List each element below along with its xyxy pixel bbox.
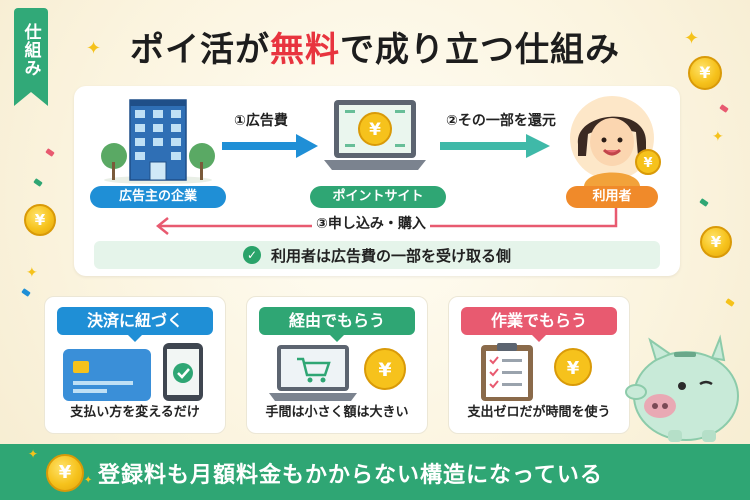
return-arrow-icon bbox=[155, 208, 618, 235]
sparkle-icon: ✦ bbox=[28, 447, 39, 461]
step3-label: ③申し込み・購入 bbox=[312, 213, 430, 233]
page-title: ポイ活が無料で成り立つ仕組み bbox=[0, 22, 750, 71]
card-title-bg: 決済に紐づく bbox=[57, 307, 213, 342]
card-title-bg: 経由でもらう bbox=[259, 307, 415, 342]
svg-text:¥: ¥ bbox=[567, 358, 580, 379]
sparkle-icon: ✦ bbox=[86, 38, 102, 59]
card-caption: 支出ゼロだが時間を使う bbox=[467, 405, 611, 420]
summary-text: 利用者は広告費の一部を受け取る側 bbox=[270, 246, 511, 265]
avatar: ¥ bbox=[570, 96, 661, 186]
card-title: 決済に紐づく bbox=[86, 311, 183, 330]
sparkle-icon: ✦ bbox=[84, 475, 93, 486]
svg-text:¥: ¥ bbox=[369, 120, 381, 140]
check-icon: ✓ bbox=[242, 246, 261, 264]
title-accent: 無料 bbox=[270, 30, 340, 70]
title-pre: ポイ活が bbox=[130, 30, 270, 70]
card-title-bg: 作業でもらう bbox=[461, 307, 617, 342]
user-label: 利用者 bbox=[566, 186, 658, 208]
bottom-banner bbox=[0, 444, 750, 500]
svg-text:¥: ¥ bbox=[643, 156, 652, 171]
side-tab: 仕組み bbox=[14, 8, 48, 106]
banner-text: 登録料も月額料金もかからない構造になっている bbox=[98, 463, 603, 488]
shopping-laptop-icon: ¥ bbox=[269, 345, 406, 401]
card-title: 作業でもらう bbox=[490, 311, 587, 330]
checklist-icon: ¥ bbox=[481, 343, 592, 401]
sparkle-icon: ✦ bbox=[712, 129, 724, 145]
card-caption: 支払い方を変えるだけ bbox=[70, 405, 200, 420]
advertiser-label: 広告主の企業 bbox=[90, 186, 226, 208]
card-referral: 経由でもらう ¥ 手間は小さく額は大きい bbox=[246, 296, 428, 434]
credit-card-icon bbox=[63, 343, 203, 401]
summary-bar: ✓ 利用者は広告費の一部を受け取る側 bbox=[94, 241, 660, 269]
yen-coin-icon: ¥ bbox=[700, 226, 732, 258]
arrow-right-icon bbox=[440, 134, 550, 158]
card-payment: 決済に紐づく 支払い方を変えるだけ bbox=[44, 296, 226, 434]
step1-label: ①広告費 bbox=[234, 113, 288, 129]
yen-coin-icon: ¥ bbox=[46, 454, 84, 492]
yen-coin-icon: ¥ bbox=[24, 204, 56, 236]
card-caption: 手間は小さく額は大きい bbox=[265, 405, 409, 420]
arrow-right-icon bbox=[222, 134, 318, 158]
step2-label: ②その一部を還元 bbox=[446, 113, 556, 129]
sparkle-icon: ✦ bbox=[26, 265, 38, 281]
card-title: 経由でもらう bbox=[288, 311, 385, 330]
svg-text:¥: ¥ bbox=[378, 359, 391, 381]
title-post: で成り立つ仕組み bbox=[340, 30, 620, 70]
piggy-bank-icon bbox=[625, 334, 739, 442]
building-icon bbox=[101, 99, 215, 184]
yen-coin-icon: ¥ bbox=[688, 56, 722, 90]
sparkle-icon: ✦ bbox=[684, 28, 700, 49]
site-label: ポイントサイト bbox=[310, 186, 446, 208]
laptop-icon: ¥ bbox=[324, 100, 426, 170]
card-task: 作業でもらう ¥ 支出ゼロだが時間を使う bbox=[448, 296, 630, 434]
